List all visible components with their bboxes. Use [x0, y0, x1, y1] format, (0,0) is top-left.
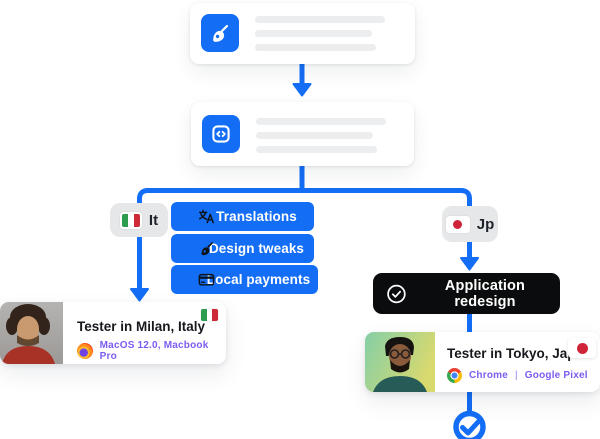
code-icon	[202, 115, 240, 153]
japan-flag-icon	[568, 338, 596, 358]
local-payments-button[interactable]: Local payments	[171, 265, 318, 294]
italy-flag-icon	[201, 309, 218, 321]
skeleton-text-lines	[255, 16, 385, 58]
translate-icon	[198, 209, 214, 224]
tester-card-milan: Tester in Milan, Italy MacOS 12.0, Macbo…	[0, 302, 226, 364]
tester-device-row: Chrome | Google Pixel	[447, 368, 588, 383]
skeleton-text-lines	[256, 118, 386, 160]
workflow-step-card-1	[190, 3, 415, 64]
tester-device-row: MacOS 12.0, Macbook Pro	[77, 340, 226, 362]
pen-icon	[201, 241, 213, 255]
pen-icon	[201, 14, 239, 52]
country-tag-label: It	[148, 211, 159, 229]
tester-photo	[0, 302, 63, 364]
check-circle-icon	[387, 284, 406, 303]
device-info: MacOS 12.0, Macbook Pro	[99, 340, 209, 362]
arrow-down-icon	[130, 288, 149, 302]
workflow-step-card-2	[191, 102, 414, 166]
tester-card-title: Tester in Tokyo, Japan	[447, 346, 592, 361]
italy-flag-icon	[119, 211, 142, 229]
task-button-label: Local payments	[206, 272, 311, 287]
task-button-label: Design tweaks	[208, 240, 305, 256]
task-button-label: Translations	[216, 209, 297, 224]
check-icon	[460, 419, 481, 436]
tester-photo	[365, 332, 435, 392]
design-tweaks-button[interactable]: Design tweaks	[171, 233, 314, 263]
country-tag-italy: It	[110, 203, 168, 237]
device-name: Google Pixel	[524, 370, 588, 381]
firefox-icon	[77, 343, 93, 359]
browser-name: Chrome	[469, 370, 508, 381]
japan-flag-icon	[445, 215, 470, 233]
translations-button[interactable]: Translations	[171, 202, 314, 231]
arrow-down-icon	[292, 83, 312, 97]
application-redesign-button[interactable]: Application redesign	[373, 273, 560, 314]
arrow-down-icon	[460, 257, 479, 271]
tester-card-tokyo: Tester in Tokyo, Japan Chrome | Google P…	[365, 332, 600, 392]
separator: |	[514, 370, 518, 381]
task-pill-label: Application redesign	[444, 277, 525, 310]
task-button-list: Translations Design tweaks Local payment…	[171, 202, 318, 297]
country-tag-japan: Jp	[442, 206, 498, 242]
credit-card-icon	[198, 273, 215, 286]
country-tag-label: Jp	[476, 215, 495, 233]
chrome-icon	[447, 368, 462, 383]
tester-card-title: Tester in Milan, Italy	[77, 319, 206, 334]
